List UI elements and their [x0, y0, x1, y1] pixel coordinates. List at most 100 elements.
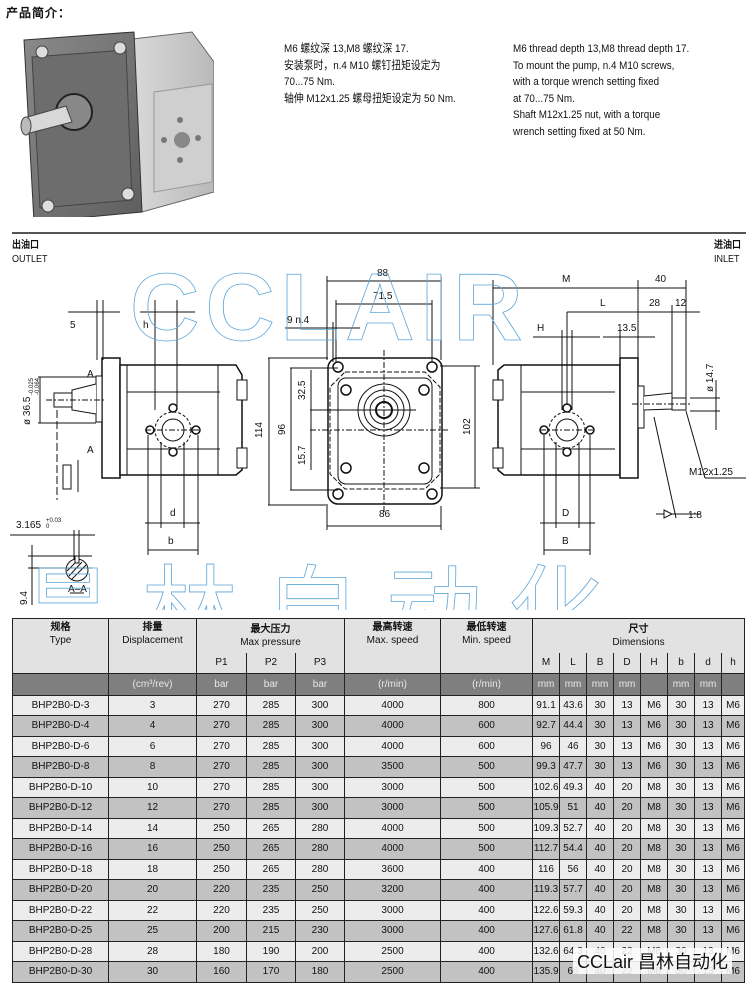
table-cell: 49.3: [559, 776, 588, 798]
unit-p3: bar: [294, 672, 346, 696]
dim-86: 86: [379, 509, 391, 520]
table-cell: BHP2B0-D-6: [12, 735, 109, 757]
header-dim-h: h: [721, 653, 746, 674]
table-cell: 13: [694, 776, 723, 798]
header-p3: P3: [294, 653, 346, 674]
table-cell: 40: [586, 838, 615, 860]
table-cell: M6: [721, 899, 746, 921]
table-cell: 285: [246, 715, 296, 737]
header-dim-L: L: [559, 653, 588, 674]
table-cell: 22: [613, 920, 642, 942]
description-cn-line: 70...75 Nm.: [284, 76, 335, 88]
table-cell: 3000: [344, 899, 442, 921]
header-type-en: Type: [49, 635, 72, 646]
table-cell: 43.6: [559, 694, 588, 716]
table-cell: 47.7: [559, 756, 588, 778]
header-p1: P1: [196, 653, 247, 674]
table-cell: M6: [721, 715, 746, 737]
table-cell: 180: [294, 961, 346, 983]
unit-dim: mm: [532, 672, 561, 696]
table-cell: 56: [559, 858, 588, 880]
table-cell: M8: [640, 920, 669, 942]
dim-96: 96: [277, 423, 288, 435]
table-cell: 20: [613, 858, 642, 880]
table-cell: 51: [559, 797, 588, 819]
inlet-label-cn: 进油口: [714, 240, 741, 251]
table-cell: 40: [586, 858, 615, 880]
table-cell: 30: [586, 756, 615, 778]
table-cell: 13: [694, 797, 723, 819]
table-cell: 170: [246, 961, 296, 983]
table-cell: 300: [294, 735, 346, 757]
table-cell: 200: [196, 920, 247, 942]
header-type: 规格 Type: [12, 618, 109, 674]
header-dimensions-cn: 尺寸: [628, 624, 649, 635]
table-cell: 285: [246, 797, 296, 819]
dim-5: 5: [70, 320, 76, 331]
table-cell: 61.8: [559, 920, 588, 942]
table-cell: 13: [613, 694, 642, 716]
table-cell: BHP2B0-D-3: [12, 694, 109, 716]
dim-H: H: [537, 323, 544, 334]
table-cell: 132.6: [532, 940, 561, 962]
table-cell: BHP2B0-D-30: [12, 961, 109, 983]
table-cell: M6: [721, 817, 746, 839]
table-cell: 500: [440, 817, 534, 839]
table-cell: 13: [613, 735, 642, 757]
table-cell: 270: [196, 694, 247, 716]
table-cell: M6: [721, 694, 746, 716]
watermark-bottom: CCLair 昌林自动化: [572, 948, 732, 974]
table-cell: 600: [440, 735, 534, 757]
table-cell: 160: [196, 961, 247, 983]
table-cell: 30: [586, 694, 615, 716]
table-cell: 250: [196, 838, 247, 860]
table-cell: 30: [667, 858, 696, 880]
dim-28: 28: [649, 298, 661, 309]
description-en-line: with a torque wrench setting fixed: [513, 76, 660, 88]
table-cell: 112.7: [532, 838, 561, 860]
table-cell: 400: [440, 858, 534, 880]
table-cell: 3000: [344, 797, 442, 819]
table-cell: M6: [640, 715, 669, 737]
table-cell: 91.1: [532, 694, 561, 716]
table-cell: 13: [694, 735, 723, 757]
table-cell: 235: [246, 899, 296, 921]
table-cell: M8: [640, 776, 669, 798]
key-tol-lower: 0: [46, 524, 50, 530]
unit-dim: mm: [667, 672, 696, 696]
table-cell: 500: [440, 797, 534, 819]
table-header-row: 规格 Type 排量 Displacement 最大压力 Max pressur…: [12, 618, 746, 674]
header-dimensions-en: Dimensions: [612, 637, 665, 648]
table-cell: 13: [613, 756, 642, 778]
header-max-pressure-cn: 最大压力: [250, 624, 291, 635]
table-cell: 13: [694, 817, 723, 839]
table-cell: 300: [294, 797, 346, 819]
table-cell: M6: [721, 879, 746, 901]
outlet-label-cn: 出油口: [12, 240, 39, 251]
dim-14-7: ø 14.7: [705, 363, 716, 392]
table-cell: 10: [108, 776, 197, 798]
table-cell: 30: [667, 797, 696, 819]
table-cell: 2500: [344, 940, 442, 962]
table-cell: 14: [108, 817, 197, 839]
table-cell: 280: [294, 817, 346, 839]
header-displacement: 排量 Displacement: [108, 618, 197, 674]
header-dimensions: 尺寸 Dimensions: [532, 618, 746, 653]
table-cell: 220: [196, 899, 247, 921]
table-cell: 265: [246, 858, 296, 880]
table-cell: 250: [196, 858, 247, 880]
shaft-tol-upper: -0.025: [29, 377, 35, 395]
table-cell: 96: [532, 735, 561, 757]
pump-product-image: [20, 31, 214, 217]
table-cell: 235: [246, 879, 296, 901]
table-cell: 280: [294, 838, 346, 860]
table-cell: 250: [294, 879, 346, 901]
table-cell: M6: [721, 797, 746, 819]
table-cell: M6: [640, 694, 669, 716]
table-cell: 3200: [344, 879, 442, 901]
description-en: M6 thread depth 13,M8 thread depth 17. T…: [513, 41, 689, 140]
